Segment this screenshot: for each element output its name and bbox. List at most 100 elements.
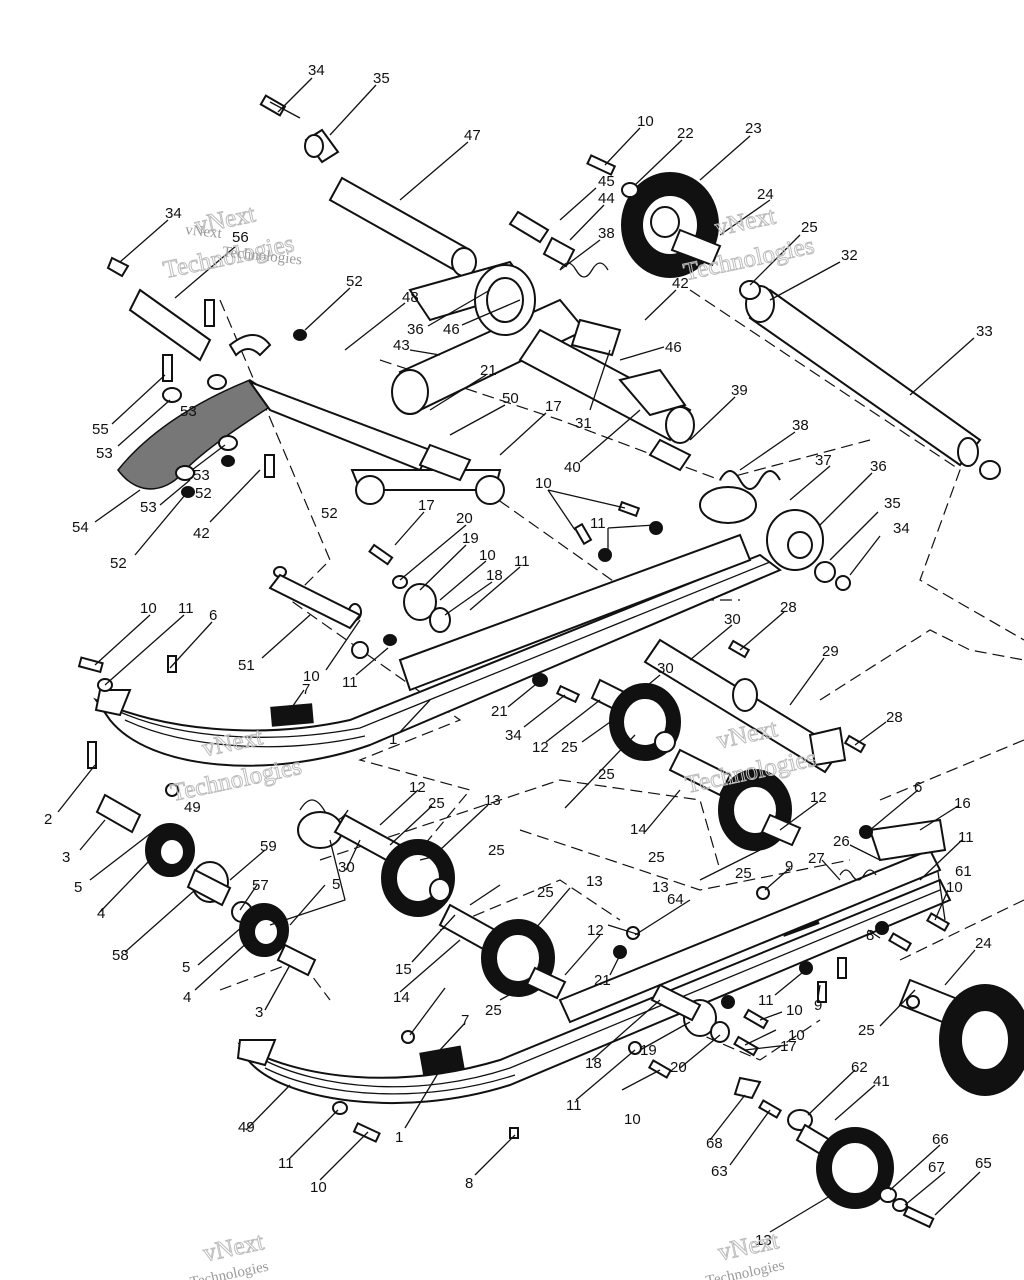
callout-25: 25 xyxy=(735,865,752,882)
callout-52: 52 xyxy=(110,555,127,572)
callout-13: 13 xyxy=(652,879,669,896)
callout-11: 11 xyxy=(958,829,974,846)
callout-7: 7 xyxy=(302,681,310,698)
callout-41: 41 xyxy=(873,1073,890,1090)
callout-10: 10 xyxy=(479,547,496,564)
spacer-44 xyxy=(542,236,576,268)
callout-31: 31 xyxy=(575,415,592,432)
callout-5: 5 xyxy=(332,876,340,893)
callout-1: 1 xyxy=(389,731,397,748)
callout-12: 12 xyxy=(587,922,604,939)
wheels xyxy=(95,678,1024,1229)
callout-30: 30 xyxy=(338,859,355,876)
washer-end xyxy=(979,460,1001,480)
callout-11: 11 xyxy=(590,515,606,532)
callout-22: 22 xyxy=(677,125,694,142)
upper-suspension xyxy=(106,94,1001,480)
watermark: vNext Technologies xyxy=(682,715,819,800)
callout-58: 58 xyxy=(112,947,129,964)
watermark: vNext Technologies xyxy=(189,1228,271,1280)
rear-idler-upper xyxy=(648,438,851,591)
callout-50: 50 xyxy=(502,390,519,407)
callout-34: 34 xyxy=(893,520,910,537)
callout-47: 47 xyxy=(464,127,481,144)
callout-11: 11 xyxy=(178,600,194,617)
callout-42: 42 xyxy=(672,275,689,292)
callout-18: 18 xyxy=(486,567,503,584)
shaft-left xyxy=(106,256,212,362)
washer-25-top xyxy=(739,280,761,300)
callout-10: 10 xyxy=(788,1027,805,1044)
callout-1: 1 xyxy=(395,1129,403,1146)
callout-15: 15 xyxy=(395,961,412,978)
callout-48: 48 xyxy=(402,289,419,306)
spring-57 xyxy=(269,799,402,926)
callout-49: 49 xyxy=(238,1119,255,1136)
callout-45: 45 xyxy=(598,173,615,190)
callout-10: 10 xyxy=(946,879,963,896)
callout-39: 39 xyxy=(731,382,748,399)
callout-30: 30 xyxy=(657,660,674,677)
callout-53: 53 xyxy=(96,445,113,462)
callout-66: 66 xyxy=(932,1131,949,1148)
callout-46: 46 xyxy=(443,321,460,338)
callout-21: 21 xyxy=(594,972,611,989)
callout-5: 5 xyxy=(74,879,82,896)
spring-38-upper xyxy=(559,262,609,278)
rail-upper xyxy=(93,533,782,767)
callout-10: 10 xyxy=(535,475,552,492)
callout-53: 53 xyxy=(180,403,197,420)
wheel-right-mid xyxy=(718,769,802,851)
callout-10: 10 xyxy=(624,1111,641,1128)
callout-62: 62 xyxy=(851,1059,868,1076)
callout-68: 68 xyxy=(706,1135,723,1152)
callout-21: 21 xyxy=(480,362,497,379)
callout-20: 20 xyxy=(670,1059,687,1076)
svg-text:vNext: vNext xyxy=(713,203,778,242)
callout-28: 28 xyxy=(780,599,797,616)
callout-9: 9 xyxy=(814,997,822,1014)
callout-16: 16 xyxy=(954,795,971,812)
spacer-45 xyxy=(508,210,550,244)
callout-25: 25 xyxy=(485,1002,502,1019)
callout-65: 65 xyxy=(975,1155,992,1172)
callout-63: 63 xyxy=(711,1163,728,1180)
callout-38: 38 xyxy=(598,225,615,242)
callout-10: 10 xyxy=(637,113,654,130)
callout-4: 4 xyxy=(97,905,105,922)
wheel-left-small xyxy=(95,793,317,977)
callout-27: 27 xyxy=(808,850,825,867)
upper-hardware xyxy=(77,500,663,704)
callout-12: 12 xyxy=(409,779,426,796)
callout-8: 8 xyxy=(866,927,874,944)
callout-67: 67 xyxy=(928,1159,945,1176)
callout-14: 14 xyxy=(630,821,647,838)
callout-46: 46 xyxy=(665,339,682,356)
callout-12: 12 xyxy=(532,739,549,756)
callout-13: 13 xyxy=(586,873,603,890)
callout-52: 52 xyxy=(346,273,363,290)
callout-56: 56 xyxy=(232,229,249,246)
leader-lines xyxy=(57,77,981,1233)
callout-59: 59 xyxy=(260,838,277,855)
shaft-29 xyxy=(643,638,867,774)
callout-54: 54 xyxy=(72,519,89,536)
callout-33: 33 xyxy=(976,323,993,340)
wheel-right-big xyxy=(898,978,1024,1096)
callout-18: 18 xyxy=(585,1055,602,1072)
callout-35: 35 xyxy=(884,495,901,512)
callout-4: 4 xyxy=(183,989,191,1006)
callout-19: 19 xyxy=(640,1042,657,1059)
callout-49: 49 xyxy=(184,799,201,816)
callout-29: 29 xyxy=(822,643,839,660)
callout-25: 25 xyxy=(428,795,445,812)
callout-25: 25 xyxy=(537,884,554,901)
callout-11: 11 xyxy=(278,1155,294,1172)
callout-26: 26 xyxy=(833,833,850,850)
callout-38: 38 xyxy=(792,417,809,434)
svg-text:vNext: vNext xyxy=(714,715,779,754)
wheel-mid-left xyxy=(381,839,455,917)
callout-2: 2 xyxy=(44,811,52,828)
callout-10: 10 xyxy=(303,668,320,685)
callout-11: 11 xyxy=(514,553,530,570)
